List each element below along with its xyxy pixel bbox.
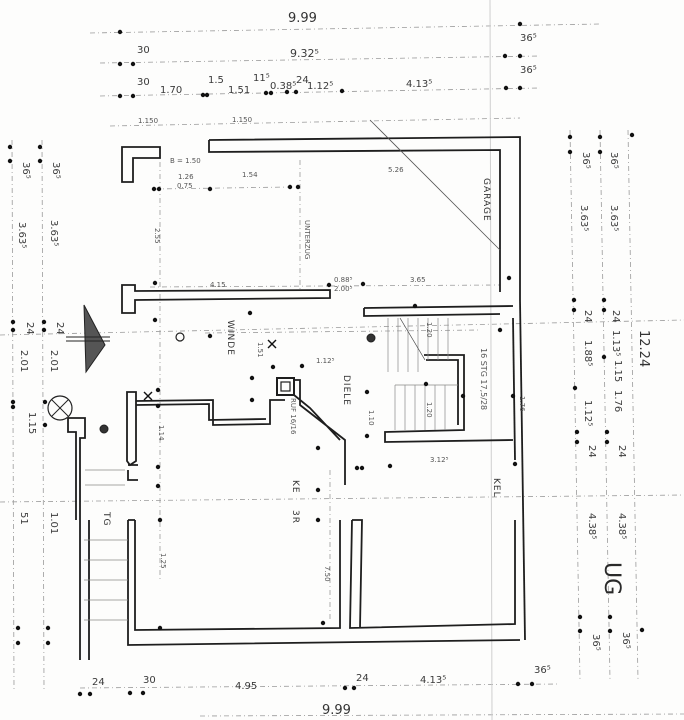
dim-right-seg-0: 36⁵ <box>580 152 591 169</box>
dim-opening-2: 1.150 <box>232 116 253 124</box>
cross-marks <box>143 339 277 401</box>
dim-int-6: 0.88⁵ <box>334 276 353 284</box>
dim-int-2: 1.54 <box>242 171 258 179</box>
chimney-annotation: RUF 16/16 <box>289 398 297 435</box>
dim-right-seg-10: 1.12⁵ <box>582 400 593 427</box>
dim-bottom-seg-5: 36⁵ <box>534 665 551 676</box>
dim-right-seg-9: 1.76 <box>612 390 623 413</box>
dim-top-seg-6: 1.12⁵ <box>307 81 334 92</box>
dim-top-right-wall: 36⁵ <box>520 33 537 44</box>
dim-top-seg-1: 1.5 <box>208 75 224 86</box>
dim-top-left-wall: 30 <box>137 45 150 56</box>
room-label-keller2: KEL <box>491 478 501 498</box>
dim-int-7: 2.00⁵ <box>334 285 353 293</box>
dim-int-11: 1.76 <box>518 396 526 412</box>
dim-int-8: 1.51 <box>256 342 264 358</box>
walls <box>67 136 526 660</box>
dim-right-overall: 12.24 <box>636 330 651 368</box>
dim-top-seg-3: 11⁵ <box>253 73 270 84</box>
dim-bottom-overall: 9.99 <box>322 703 351 718</box>
dim-int-3: 5.26 <box>388 166 404 174</box>
dim-top-overall: 9.99 <box>288 11 317 26</box>
dim-right-seg-4: 24 <box>582 310 593 323</box>
dim-top-seg-0: 1.70 <box>160 85 183 96</box>
room-label-diele: DIELE <box>341 375 351 406</box>
dim-int-10: 1.14 <box>157 425 165 441</box>
dim-right-seg-8: 1.15 <box>612 360 623 383</box>
dim-opening-1: 1.150 <box>138 117 159 125</box>
dim-int-17: 1.20 <box>425 402 433 418</box>
room-label-winde: WINDE <box>225 320 235 356</box>
drain-symbols <box>47 332 376 434</box>
dim-int-18: 1.10 <box>367 410 375 426</box>
dimension-lines <box>0 23 684 717</box>
dim-bottom-seg-1: 30 <box>143 675 156 686</box>
dim-int-15: 2.55 <box>153 228 161 244</box>
dim-int-14: 7.50 <box>323 566 331 582</box>
room-label-tg: TG <box>101 512 111 527</box>
dim-top-seg-4: 0.38⁵ <box>270 81 297 92</box>
dim-left-seg-7: 2.01 <box>48 350 59 373</box>
dim-left-seg-8: 1.15 <box>26 412 37 435</box>
dimension-points <box>7 21 645 697</box>
room-label-garage: GARAGE <box>481 178 491 222</box>
dim-left-seg-9: 51 <box>18 512 29 525</box>
dim-left-seg-10: 1.01 <box>48 512 59 535</box>
dim-int-12: 3.12⁵ <box>430 456 449 464</box>
dim-int-13: 1.25 <box>159 553 167 569</box>
dim-left-seg-3: 3.63⁵ <box>48 220 59 247</box>
dim-int-1: 0.75 <box>177 182 193 190</box>
dim-left-seg-6: 2.01 <box>18 350 29 373</box>
dim-bottom-seg-3: 24 <box>356 673 369 684</box>
dim-right-seg-5: 24 <box>610 310 621 323</box>
dim-int-4: 4.15 <box>210 281 226 289</box>
dim-bottom-seg-0: 24 <box>92 677 105 688</box>
stair-treads <box>84 317 458 621</box>
dim-right-seg-3: 3.63⁵ <box>608 205 619 232</box>
dim-right-seg-16: 36⁵ <box>620 632 631 649</box>
dim-bottom-seg-4: 4.13⁵ <box>420 675 447 686</box>
dim-top-right-wall2: 36⁵ <box>520 65 537 76</box>
dim-right-seg-6: 1.13⁵ <box>610 330 621 357</box>
dim-right-seg-13: 4.38⁵ <box>586 513 597 540</box>
dim-right-seg-11: 24 <box>586 445 597 458</box>
dim-right-seg-14: 4.38⁵ <box>616 513 627 540</box>
scan-line <box>489 0 493 720</box>
dim-left-seg-1: 36⁵ <box>50 162 61 179</box>
garage-door-swing <box>369 119 501 251</box>
dim-top-left-wall2: 30 <box>137 77 150 88</box>
room-label-keller1: KE <box>290 480 300 494</box>
dim-int-9: 1.12⁵ <box>316 357 335 365</box>
dim-left-seg-2: 3.63⁵ <box>16 222 27 249</box>
dim-right-seg-15: 36⁵ <box>590 634 601 651</box>
dim-int-16: 1.20 <box>425 322 433 338</box>
dim-right-seg-12: 24 <box>616 445 627 458</box>
dim-left-seg-0: 36⁵ <box>20 162 31 179</box>
dim-right-seg-1: 36⁵ <box>608 152 619 169</box>
dim-right-seg-7: 1.88⁵ <box>582 340 593 367</box>
dim-top-seg-5: 24 <box>296 75 309 86</box>
north-arrow-icon <box>66 304 110 374</box>
dim-int-0: 1.26 <box>178 173 194 181</box>
stair-annotation: 16 STG 17,5/28 <box>479 348 488 411</box>
room-label-keller3: 3R <box>290 510 300 524</box>
dim-top-inner: 9.32⁵ <box>290 47 319 60</box>
dim-top-seg-2: 1.51 <box>228 85 251 96</box>
dim-right-seg-2: 3.63⁵ <box>578 205 589 232</box>
dim-top-seg-7: 4.13⁵ <box>406 79 433 90</box>
dim-int-5: 3.65 <box>410 276 426 284</box>
dim-left-seg-5: 24 <box>54 322 65 335</box>
unterzug-annotation: UNTERZUG <box>303 220 311 260</box>
garage-door-annotation: B = 1.50 <box>170 157 201 165</box>
dim-bottom-seg-2: 4.95 <box>235 681 258 692</box>
dim-left-seg-4: 24 <box>24 322 35 335</box>
level-label: UG <box>599 562 624 596</box>
